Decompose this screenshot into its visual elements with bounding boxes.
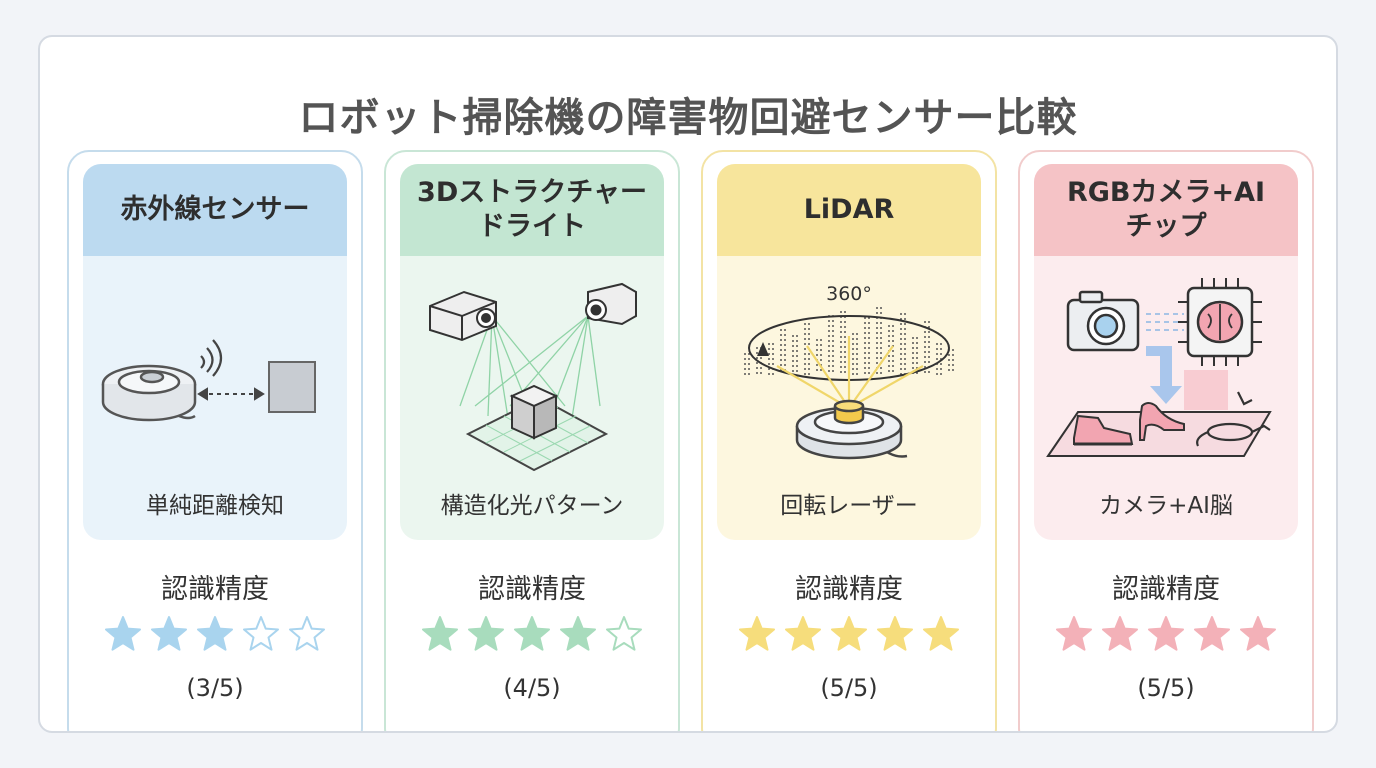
star-rating: [386, 614, 678, 654]
star-filled-icon: [197, 616, 233, 651]
high-heel-icon: [1139, 402, 1185, 441]
accuracy-label: 認識精度: [161, 574, 269, 605]
card-header: 3Dストラクチャー ドライト: [400, 164, 664, 256]
sneaker-icon: [1073, 414, 1134, 446]
rgb-camera-icon: [1066, 290, 1140, 352]
sensor-card-structured-light: 3Dストラクチャー ドライト: [384, 150, 680, 731]
laser-rays: [776, 336, 924, 409]
star-filled-icon: [831, 616, 867, 651]
method-label: 回転レーザー: [780, 493, 918, 519]
obstacle-box: [268, 361, 316, 413]
star-empty-icon: [243, 616, 279, 651]
star-filled-icon: [1240, 616, 1276, 651]
card-title-line: チップ: [1125, 211, 1207, 242]
card-panel: 3Dストラクチャー ドライト: [400, 164, 664, 540]
card-header: 赤外線センサー: [83, 164, 347, 256]
accuracy-label: 認識精度: [1112, 574, 1220, 605]
star-filled-icon: [514, 616, 550, 651]
point-cloud: [744, 307, 954, 375]
rating-text: (5/5): [820, 674, 878, 702]
star-filled-icon: [422, 616, 458, 651]
signal-waves-icon: [200, 339, 223, 377]
rgb-ai-illustration: [1046, 278, 1272, 457]
card-title-line: RGBカメラ+AI: [1066, 177, 1266, 208]
star-filled-icon: [739, 616, 775, 651]
star-empty-icon: [606, 616, 642, 651]
method-label: 単純距離検知: [146, 493, 284, 519]
star-rating: [69, 614, 361, 654]
detection-box: [1184, 370, 1228, 410]
star-filled-icon: [1102, 616, 1138, 651]
card-title-line: LiDAR: [803, 194, 895, 225]
star-filled-icon: [877, 616, 913, 651]
rotation-arrow-icon: [757, 342, 769, 356]
structured-light-illustration: [429, 282, 637, 472]
card-panel: RGBカメラ+AI チップ: [1034, 164, 1298, 540]
rating-text: (3/5): [186, 674, 244, 702]
accuracy-label: 認識精度: [795, 574, 903, 605]
star-rating: [703, 614, 995, 654]
sensor-card-rgb-ai: RGBカメラ+AI チップ: [1018, 150, 1314, 731]
projector-icon: [429, 290, 497, 342]
sensor-card-infrared: 赤外線センサー: [67, 150, 363, 731]
ai-chip-icon: [1178, 278, 1262, 366]
card-header: LiDAR: [717, 164, 981, 256]
card-title-line: ドライト: [478, 211, 586, 242]
method-label: カメラ+AI脳: [1099, 493, 1233, 519]
robot-vacuum-icon: [101, 364, 197, 422]
rotation-label: 360°: [826, 283, 872, 305]
star-filled-icon: [785, 616, 821, 651]
rating-text: (5/5): [1137, 674, 1195, 702]
star-rating: [1020, 614, 1312, 654]
page-title: ロボット掃除機の障害物回避センサー比較: [298, 95, 1078, 141]
comparison-frame: ロボット掃除機の障害物回避センサー比較 赤外線センサー: [38, 35, 1338, 733]
star-filled-icon: [105, 616, 141, 651]
card-title-line: 赤外線センサー: [120, 194, 310, 225]
rating-text: (4/5): [503, 674, 561, 702]
star-filled-icon: [468, 616, 504, 651]
accuracy-label: 認識精度: [478, 574, 586, 605]
lidar-illustration: 360°: [744, 283, 954, 460]
cable-icon: [1196, 391, 1271, 447]
star-filled-icon: [1194, 616, 1230, 651]
method-label: 構造化光パターン: [440, 493, 624, 519]
card-header: RGBカメラ+AI チップ: [1034, 164, 1298, 256]
star-filled-icon: [560, 616, 596, 651]
star-filled-icon: [1148, 616, 1184, 651]
distance-arrow-icon: [197, 387, 265, 401]
card-panel: 赤外線センサー: [83, 164, 347, 540]
flow-arrow-icon: [1146, 346, 1182, 404]
star-empty-icon: [289, 616, 325, 651]
lidar-robot-icon: [795, 399, 908, 460]
sensor-card-lidar: LiDAR 360°: [701, 150, 997, 731]
star-filled-icon: [923, 616, 959, 651]
card-panel: LiDAR 360°: [717, 164, 981, 540]
card-title-line: 3Dストラクチャー: [417, 177, 647, 208]
star-filled-icon: [151, 616, 187, 651]
infrared-robot-illustration: [101, 339, 316, 422]
camera-icon: [585, 282, 637, 326]
star-filled-icon: [1056, 616, 1092, 651]
data-lines: [1146, 313, 1184, 331]
cube-object: [509, 384, 559, 440]
